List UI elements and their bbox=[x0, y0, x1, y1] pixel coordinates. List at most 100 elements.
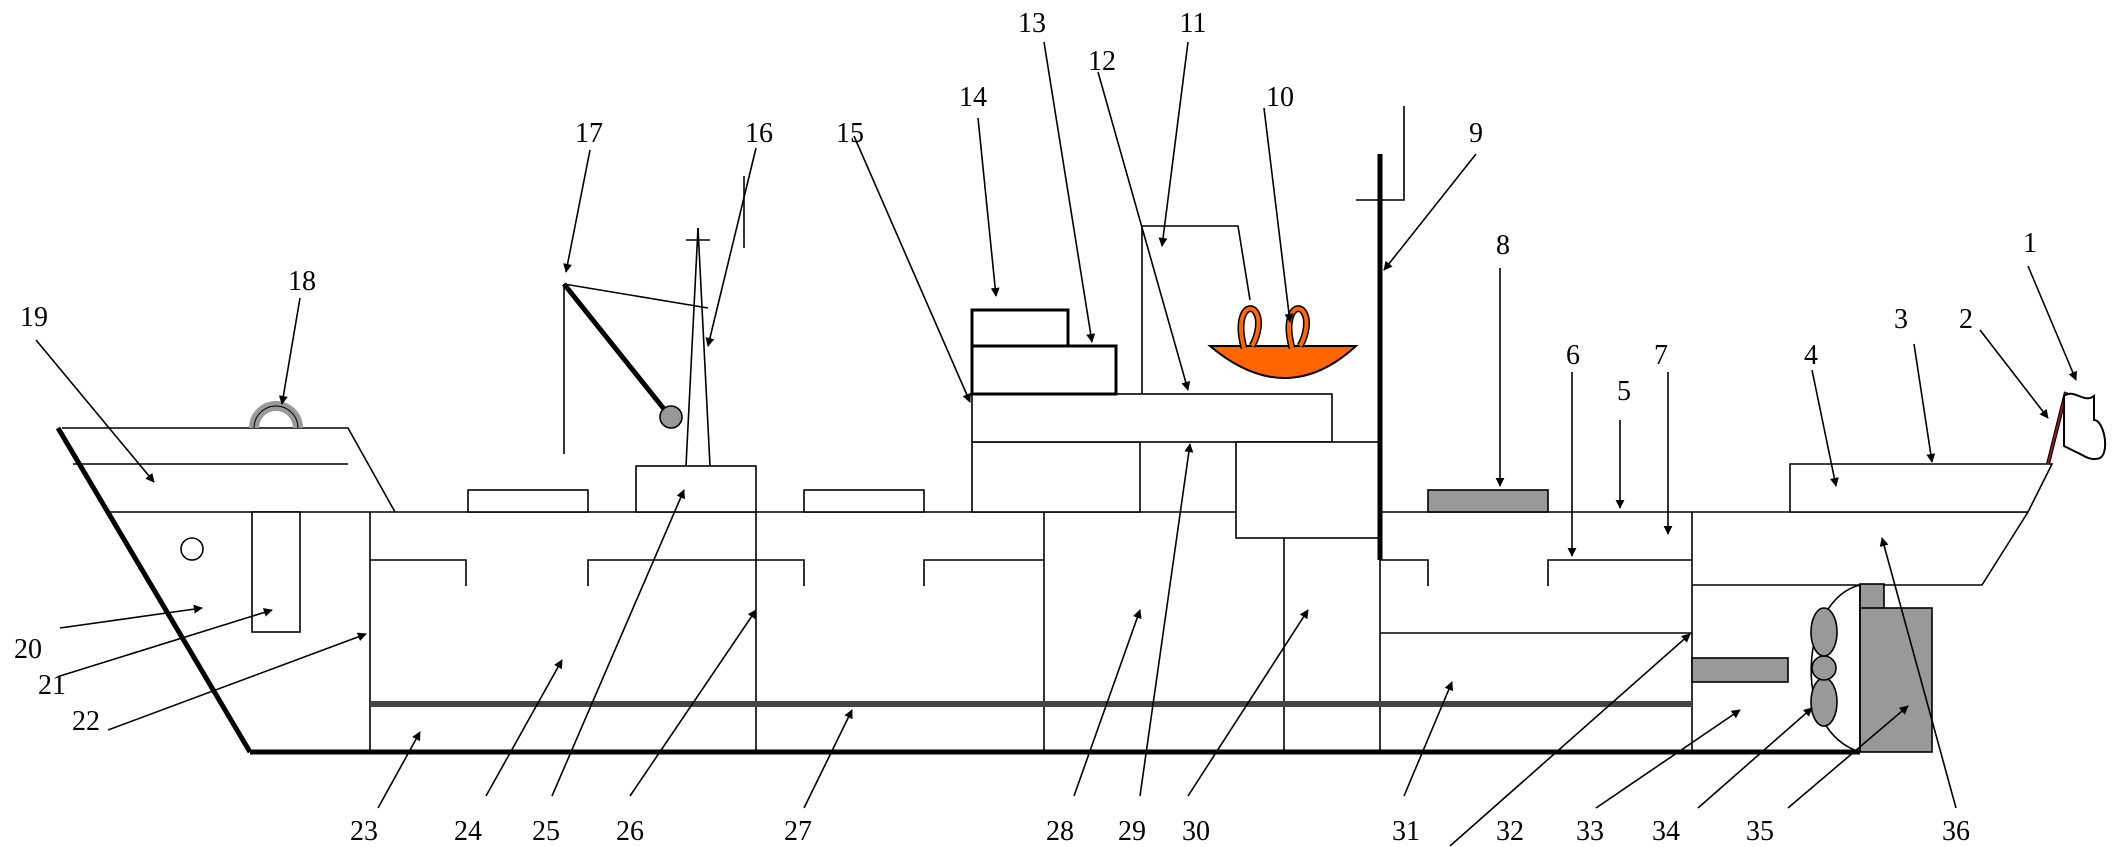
flag bbox=[2063, 392, 2107, 461]
leader-35 bbox=[1787, 705, 1909, 809]
propeller-blade-lower bbox=[1810, 677, 1838, 727]
tween-deck-seg-1 bbox=[370, 559, 467, 586]
callout-36: 36 bbox=[1942, 816, 1970, 847]
callout-28: 28 bbox=[1046, 816, 1074, 847]
lifeboat bbox=[1207, 345, 1359, 379]
stern-overhang bbox=[1692, 511, 2029, 586]
leader-22 bbox=[107, 632, 367, 731]
callout-13: 13 bbox=[1018, 8, 1046, 39]
porthole bbox=[180, 537, 204, 561]
leader-20 bbox=[59, 604, 203, 629]
callout-23: 23 bbox=[350, 816, 378, 847]
mast-top-fitting bbox=[1356, 106, 1405, 201]
leader-30 bbox=[1187, 609, 1309, 797]
leader-3 bbox=[1913, 343, 1936, 463]
wheelhouse-13 bbox=[971, 345, 1117, 395]
forecastle-outline bbox=[62, 427, 396, 513]
leader-25 bbox=[551, 489, 685, 797]
leader-14 bbox=[977, 117, 1000, 297]
callout-labels: 1 2 3 4 5 6 7 8 9 10 11 12 13 14 15 16 1… bbox=[14, 8, 2037, 847]
callout-34: 34 bbox=[1652, 816, 1680, 847]
leader-1 bbox=[2027, 265, 2078, 381]
anchor-pocket bbox=[251, 511, 301, 633]
mooring-fitting-outline bbox=[253, 405, 299, 429]
compass-deck-outline bbox=[970, 308, 1070, 348]
mooring-fitting bbox=[249, 401, 303, 429]
leader-29 bbox=[1139, 443, 1194, 797]
leader-12 bbox=[1097, 71, 1191, 391]
leader-19 bbox=[35, 339, 155, 483]
davit-left bbox=[1239, 306, 1261, 349]
leader-16 bbox=[705, 147, 757, 347]
derrick-boom bbox=[562, 282, 670, 416]
callout-18: 18 bbox=[288, 266, 316, 297]
tween-deck-seg-5 bbox=[1547, 559, 1692, 586]
callout-22: 22 bbox=[72, 706, 100, 737]
callout-2: 2 bbox=[1959, 304, 1973, 335]
callout-16: 16 bbox=[745, 118, 773, 149]
poop-deck bbox=[1789, 463, 2054, 513]
hatch-cover-gray bbox=[1427, 489, 1549, 513]
callout-1: 1 bbox=[2023, 228, 2037, 259]
compass-deck-14 bbox=[971, 309, 1069, 347]
callout-19: 19 bbox=[20, 302, 48, 333]
leader-36 bbox=[1879, 537, 1957, 809]
leader-31 bbox=[1403, 681, 1454, 797]
leader-17 bbox=[563, 149, 591, 273]
callout-9: 9 bbox=[1469, 118, 1483, 149]
callout-24: 24 bbox=[454, 816, 482, 847]
leader-24 bbox=[485, 659, 563, 797]
callout-3: 3 bbox=[1894, 304, 1908, 335]
callout-8: 8 bbox=[1496, 230, 1510, 261]
leader-15 bbox=[853, 135, 971, 403]
leader-23 bbox=[377, 731, 421, 809]
callout-21: 21 bbox=[38, 670, 66, 701]
leader-26 bbox=[629, 609, 757, 797]
callout-10: 10 bbox=[1266, 82, 1294, 113]
funnel-casing-30 bbox=[1235, 441, 1381, 539]
leader-10 bbox=[1263, 107, 1294, 323]
callout-6: 6 bbox=[1566, 340, 1580, 371]
leader-21 bbox=[59, 608, 273, 677]
leader-11 bbox=[1158, 41, 1189, 247]
callout-32: 32 bbox=[1496, 816, 1524, 847]
hatch-cover-1 bbox=[467, 489, 589, 513]
leader-lines bbox=[35, 41, 2078, 847]
derrick-topping-lift bbox=[563, 283, 709, 309]
leader-28 bbox=[1073, 609, 1142, 797]
callout-35: 35 bbox=[1746, 816, 1774, 847]
derrick-hook-block bbox=[659, 405, 683, 429]
superstructure bbox=[249, 106, 2107, 753]
propeller-blade-upper bbox=[1810, 607, 1838, 657]
callout-29: 29 bbox=[1118, 816, 1146, 847]
callout-14: 14 bbox=[959, 82, 987, 113]
bow-stem-line bbox=[55, 426, 253, 754]
leader-18 bbox=[278, 297, 301, 405]
davit-right bbox=[1287, 306, 1309, 349]
leader-4 bbox=[1811, 369, 1839, 487]
leader-34 bbox=[1697, 707, 1813, 809]
deckhouse-25 bbox=[635, 465, 757, 513]
propeller-shaft bbox=[1691, 657, 1789, 683]
callout-7: 7 bbox=[1654, 340, 1668, 371]
callout-20: 20 bbox=[14, 634, 42, 665]
leader-9 bbox=[1383, 153, 1477, 271]
rudder-stock bbox=[1859, 583, 1885, 611]
callout-25: 25 bbox=[532, 816, 560, 847]
callout-31: 31 bbox=[1392, 816, 1420, 847]
funnel-11 bbox=[1141, 225, 1251, 394]
callout-11: 11 bbox=[1180, 8, 1207, 39]
callout-26: 26 bbox=[616, 816, 644, 847]
leader-2 bbox=[1979, 329, 2049, 419]
leader-32 bbox=[1449, 633, 1691, 847]
foremast-16 bbox=[685, 227, 711, 467]
callout-30: 30 bbox=[1182, 816, 1210, 847]
propeller-hub bbox=[1811, 655, 1837, 681]
tween-deck-seg-4 bbox=[1380, 559, 1429, 586]
bridge-deck-29 bbox=[971, 393, 1333, 443]
callout-4: 4 bbox=[1804, 340, 1818, 371]
rudder bbox=[1859, 607, 1933, 753]
callout-27: 27 bbox=[784, 816, 812, 847]
callout-12: 12 bbox=[1088, 46, 1116, 77]
